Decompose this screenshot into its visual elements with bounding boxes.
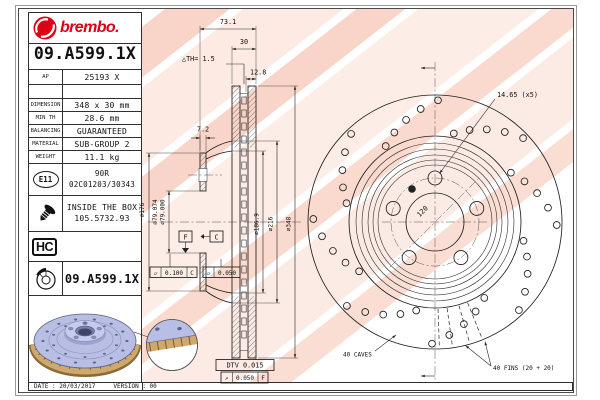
tol1-datum: C [190, 270, 194, 277]
runout-symbol: ↗ [225, 375, 229, 382]
inside-the-box-row: INSIDE THE BOX 105.5732.93 [29, 196, 141, 232]
footer-version: VERSION : 00 [113, 383, 157, 390]
tol1-symbol: ▱ [154, 270, 158, 277]
spec-label: DIMENSION [29, 99, 63, 111]
part-repeat-row: 09.A599.1X [29, 262, 141, 296]
brand-row: brembo. [29, 13, 141, 44]
disc-3d-render [29, 313, 198, 377]
spec-value: 25193 X [84, 72, 120, 82]
approval-line1: 90R [94, 169, 110, 179]
spec-value: 348 x 30 mm [74, 100, 130, 110]
spec-value: 28.6 mm [84, 113, 120, 123]
spec-label: BALANCING [29, 125, 63, 137]
fin-lines [437, 302, 483, 348]
spec-value: SUB-GROUP 2 [74, 139, 130, 149]
dia-hat: ∅176 [139, 202, 146, 217]
footer-bar: DATE : 20/03/2017 VERSION : 00 [28, 382, 573, 391]
tol2-symbol: ▱ [207, 270, 211, 277]
disc-outer-edge [307, 94, 563, 350]
bolt-holes [385, 170, 485, 266]
dia-mid: ∅216 [268, 216, 275, 231]
spec-value: 11.1 kg [84, 152, 120, 162]
runout-value: 0.050 [236, 375, 254, 382]
footer-divider [142, 383, 143, 390]
spec-row-ap: AP 25193 X [29, 70, 141, 85]
drilled-holes [309, 96, 561, 348]
brembo-logo-icon [33, 16, 57, 40]
dim-flange-thickness: 7.2 [197, 126, 209, 134]
dtv-tolerance: DTV 0.015 [227, 362, 264, 370]
spec-row-material: MATERIAL SUB-GROUP 2 [29, 138, 141, 151]
screw-icon [39, 204, 55, 221]
tol2-value: 0.050 [218, 270, 236, 277]
disc-caliper-icon [35, 267, 56, 290]
spec-label [29, 85, 63, 98]
sheet-inner-border [18, 8, 574, 393]
spec-row-balancing: BALANCING GUARANTEED [29, 125, 141, 138]
center-bore [405, 192, 465, 252]
bolt-circle-dim: 120 [415, 204, 429, 218]
bolt-circle [390, 177, 480, 267]
spec-value: GUARANTEED [76, 126, 128, 136]
part-number-row: 09.A599.1X [29, 44, 141, 70]
datum-f-triangle [182, 248, 189, 253]
bolt-hole-dim: 14.65 (x5) [497, 91, 538, 99]
brembo-wordmark: brembo. [60, 19, 120, 36]
hc-badge: HC [32, 237, 58, 256]
caves-label: 40 CAVES [343, 352, 372, 359]
dia-inner: ∅186.9 [254, 213, 261, 235]
footer-date: DATE : 20/03/2017 [34, 383, 96, 390]
spec-row-dimension: DIMENSION 348 x 30 mm [29, 99, 141, 112]
approval-row: E11 90R 02C01203/30343 [29, 164, 141, 196]
dim-offset: 12.8 [250, 69, 266, 77]
part-number-repeat: 09.A599.1X [64, 271, 140, 286]
spec-row-empty [29, 85, 141, 99]
datum-c-label: C [214, 234, 218, 242]
datum-f-label: F [183, 234, 187, 242]
dim-overall-width: 73.1 [220, 18, 236, 26]
runout-datum: F [261, 375, 265, 382]
tol1-value: 0.100 [165, 270, 183, 277]
spec-label: MATERIAL [29, 138, 63, 150]
dim-thickness: 30 [240, 38, 248, 46]
e11-badge: E11 [32, 171, 59, 188]
vane-section-cuts [241, 96, 247, 339]
dia-bore-min: ∅79.000 [160, 199, 167, 225]
datum-c-arrow [200, 234, 204, 239]
section-view: 73.1 30 △TH= 1.5 12.8 7.2 ∅176 ∅79.074 ∅… [139, 18, 302, 384]
locating-pin-hole [408, 185, 416, 193]
part-number: 09.A599.1X [33, 44, 137, 63]
spec-label: WEIGHT [29, 151, 63, 163]
detail-circle [146, 319, 198, 371]
render-drill-holes [41, 318, 129, 364]
fins-label: 40 FINS (20 + 20) [493, 365, 554, 372]
approval-line2: 02C01203/30343 [68, 179, 135, 189]
sheet-outer-border [15, 5, 577, 396]
dia-outer: ∅348 [286, 216, 293, 231]
inside-the-box-code: 105.5732.93 [74, 213, 130, 223]
dim-min-thickness: △TH= 1.5 [182, 55, 215, 63]
spec-label: AP [29, 70, 63, 84]
hc-row: HC [29, 232, 141, 262]
front-view: 120 14.65 (x5) 40 CAVES 40 FINS (20 + 20… [307, 62, 563, 382]
spec-label: MIN TH [29, 112, 63, 124]
spec-row-weight: WEIGHT 11.1 kg [29, 151, 141, 164]
title-block: brembo. 09.A599.1X AP 25193 X DIMENSION … [28, 12, 142, 383]
inside-the-box-label: INSIDE THE BOX [66, 202, 138, 212]
dia-bore-max: ∅79.074 [152, 199, 159, 225]
spec-row-min-th: MIN TH 28.6 mm [29, 112, 141, 125]
